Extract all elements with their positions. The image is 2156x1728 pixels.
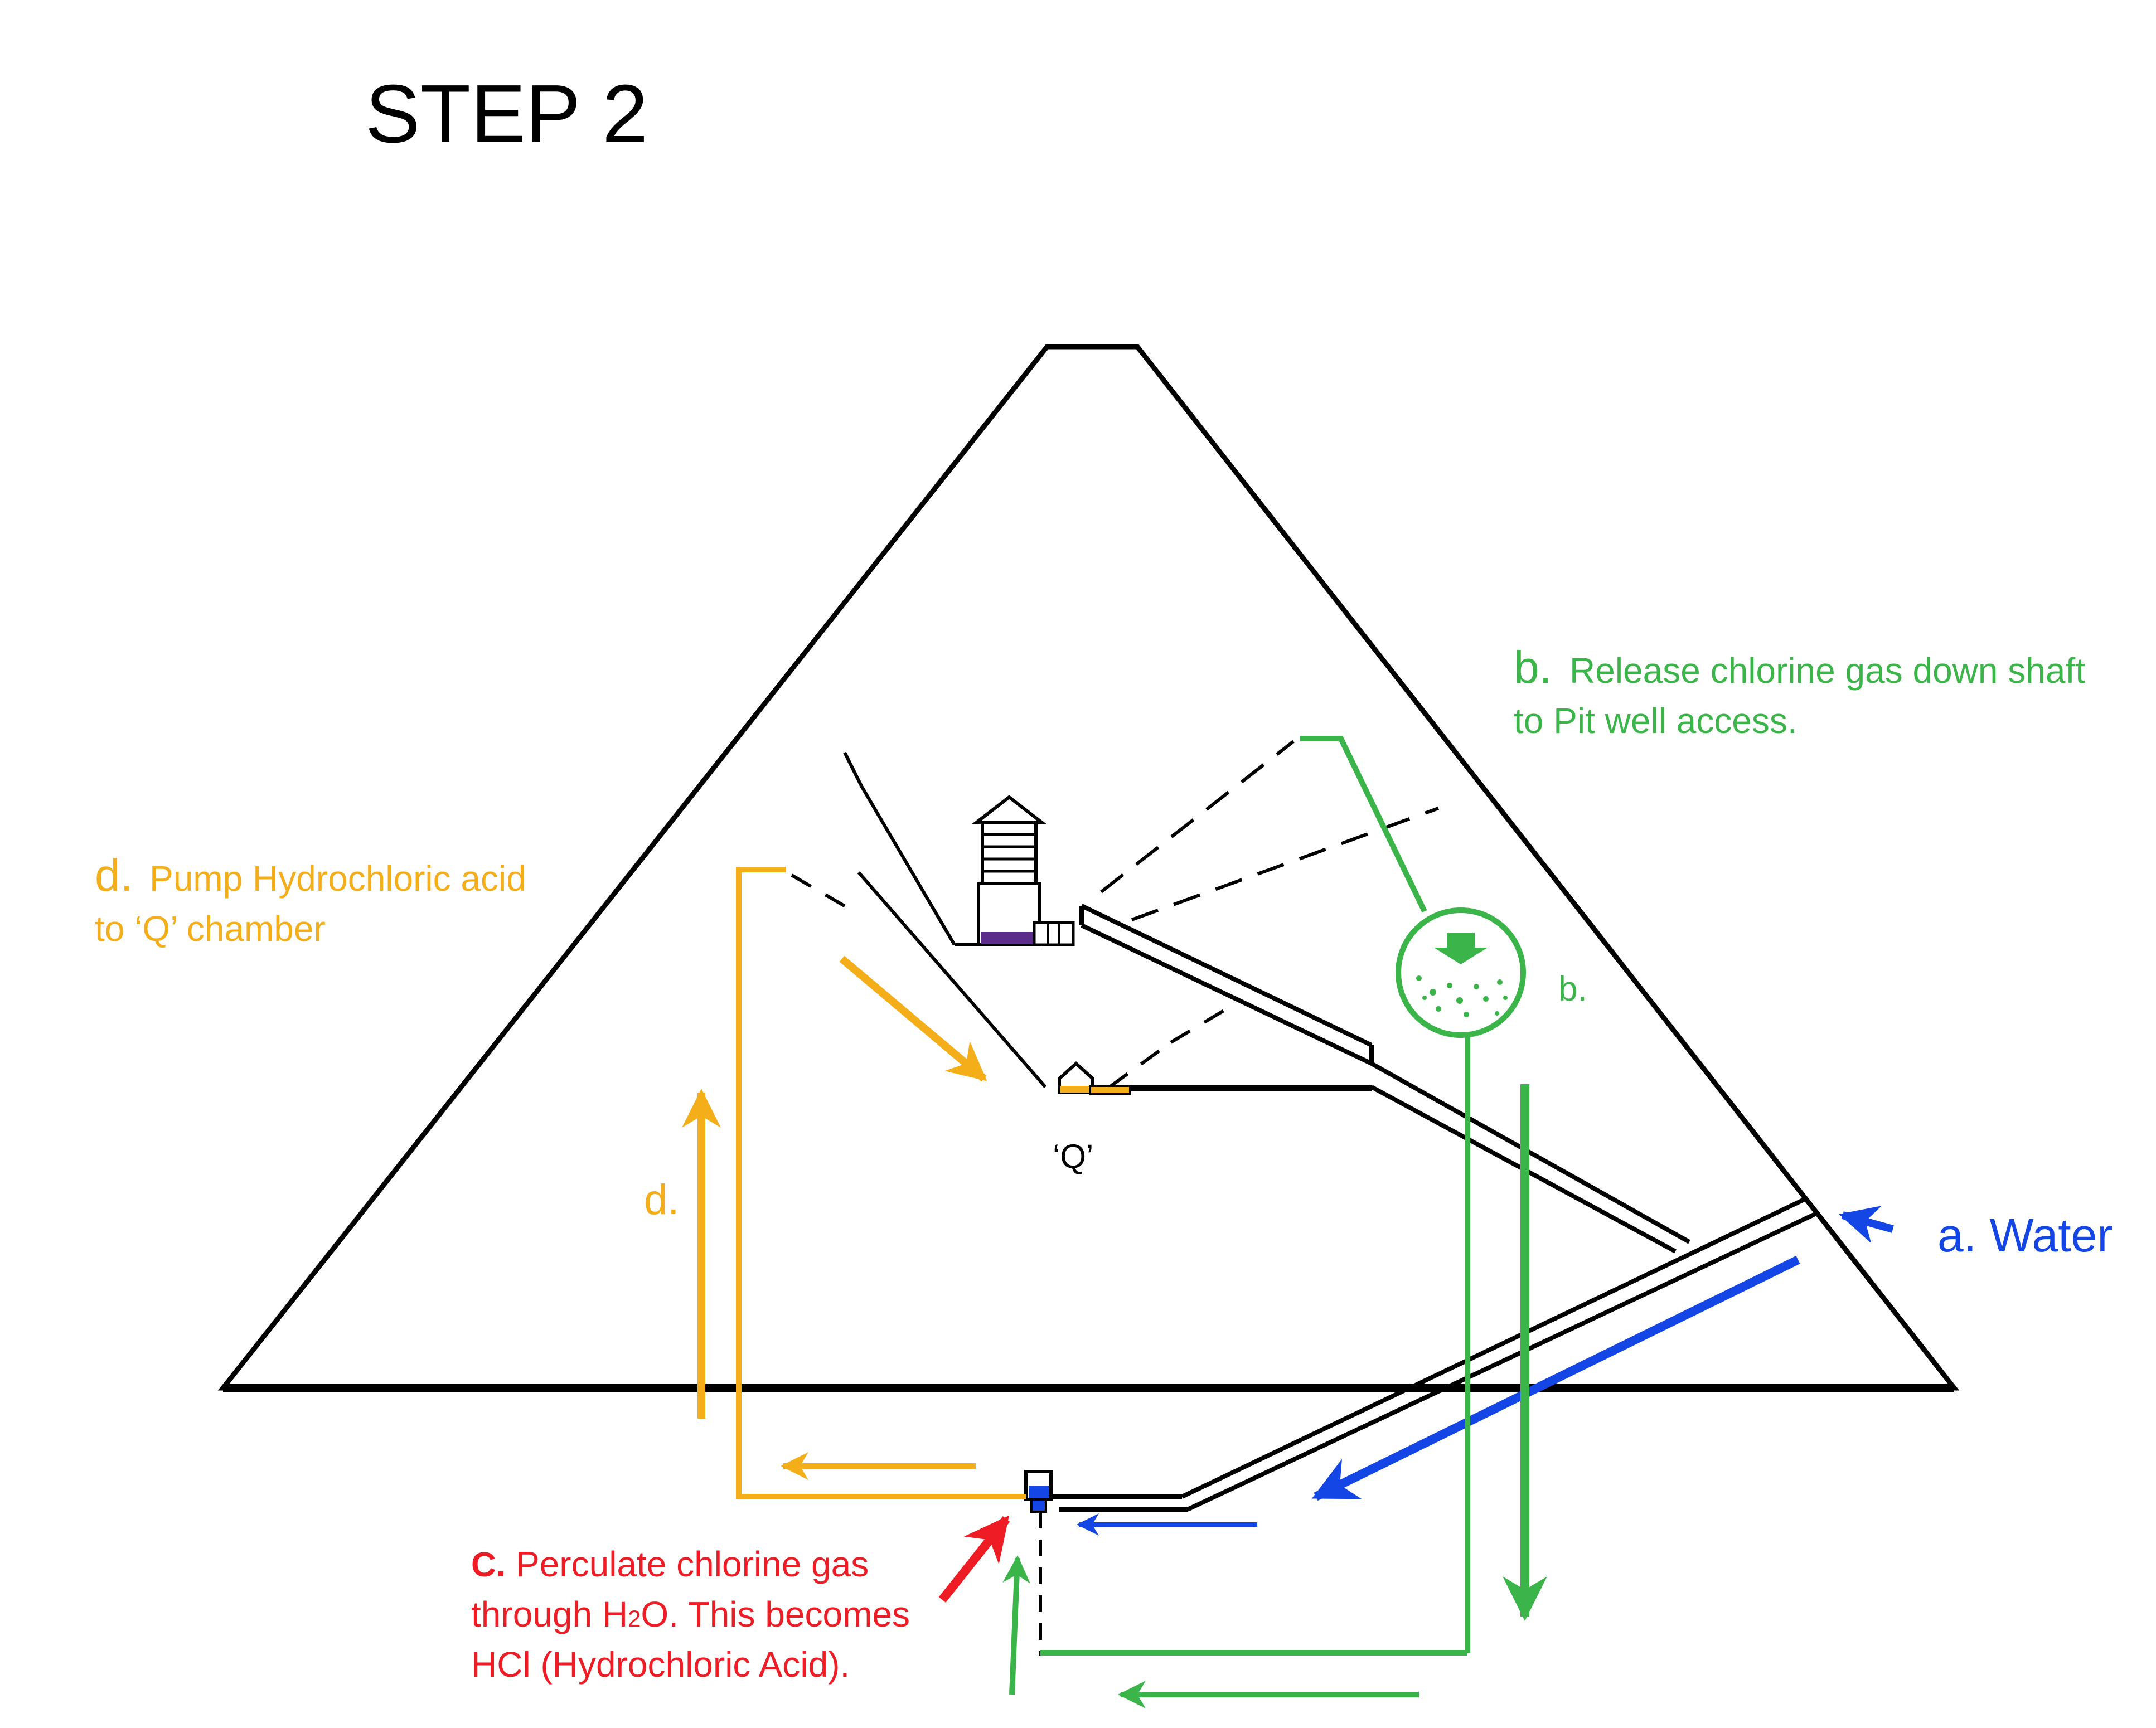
step-b-line2: to Pit well access.	[1514, 701, 1798, 741]
step-d-prefix: d.	[95, 850, 133, 901]
chlorine-shaft-line	[1300, 736, 1427, 913]
step-c-prefix: C.	[471, 1546, 506, 1584]
step-b-label: b. Release chlorine gas down shaft to Pi…	[1514, 642, 2095, 741]
pit-water-fill	[1029, 1486, 1049, 1498]
step-d-line1: Pump Hydrochloric acid	[149, 858, 526, 899]
king-chamber	[972, 795, 1075, 946]
step-c-line3: HCl (Hydrochloric Acid).	[471, 1644, 850, 1685]
descending-passage	[1048, 1196, 1820, 1512]
step-c-line2-sub: 2	[628, 1605, 641, 1632]
reaction-arrow	[938, 1515, 1010, 1603]
acid-flow	[682, 867, 1026, 1499]
step-c-line2-pre: through H	[471, 1594, 628, 1634]
step-d-line2: to ‘Q’ chamber	[95, 909, 326, 949]
step-c-line2-post: O. This becomes	[641, 1594, 910, 1634]
step-b-line1: Release chlorine gas down shaft	[1569, 651, 2085, 691]
water-inlet-arrow	[1839, 1206, 1894, 1244]
step-c-label: C. Perculate chlorine gas through H2O. T…	[471, 1544, 920, 1685]
step-a-prefix: a.	[1937, 1209, 1976, 1261]
step-d-marker: d.	[644, 1176, 679, 1224]
step-d-label: d. Pump Hydrochloric acid to ‘Q’ chamber	[95, 850, 536, 949]
step-a-label: a. Water	[1937, 1209, 2113, 1261]
chlorine-flow	[1002, 736, 1547, 1708]
page-title: STEP 2	[365, 68, 648, 160]
chlorine-up-arrow	[1002, 1555, 1031, 1695]
step-b-marker: b.	[1558, 970, 1587, 1008]
step-a-text: Water	[1989, 1209, 2113, 1261]
step-b-prefix: b.	[1514, 642, 1552, 693]
water-flow	[1077, 1206, 1894, 1536]
step-c-line1: Perculate chlorine gas	[516, 1544, 869, 1584]
queen-chamber-fill	[1060, 1086, 1089, 1093]
water-descend-arrow	[1311, 1255, 1800, 1501]
q-chamber-label: ‘Q’	[1053, 1138, 1093, 1175]
upper-chamber-passages	[791, 740, 1440, 1089]
chlorine-release-circle	[1396, 907, 1526, 1038]
acid-pipe	[736, 867, 1026, 1499]
king-chamber-fill	[981, 932, 1034, 944]
acid-to-q-arrow	[839, 955, 987, 1082]
queen-chamber	[1058, 1061, 1372, 1095]
pit-chamber	[942, 1470, 1053, 1656]
ascending-passage	[1079, 904, 1690, 1254]
chlorine-gas-icon	[1416, 933, 1508, 1017]
